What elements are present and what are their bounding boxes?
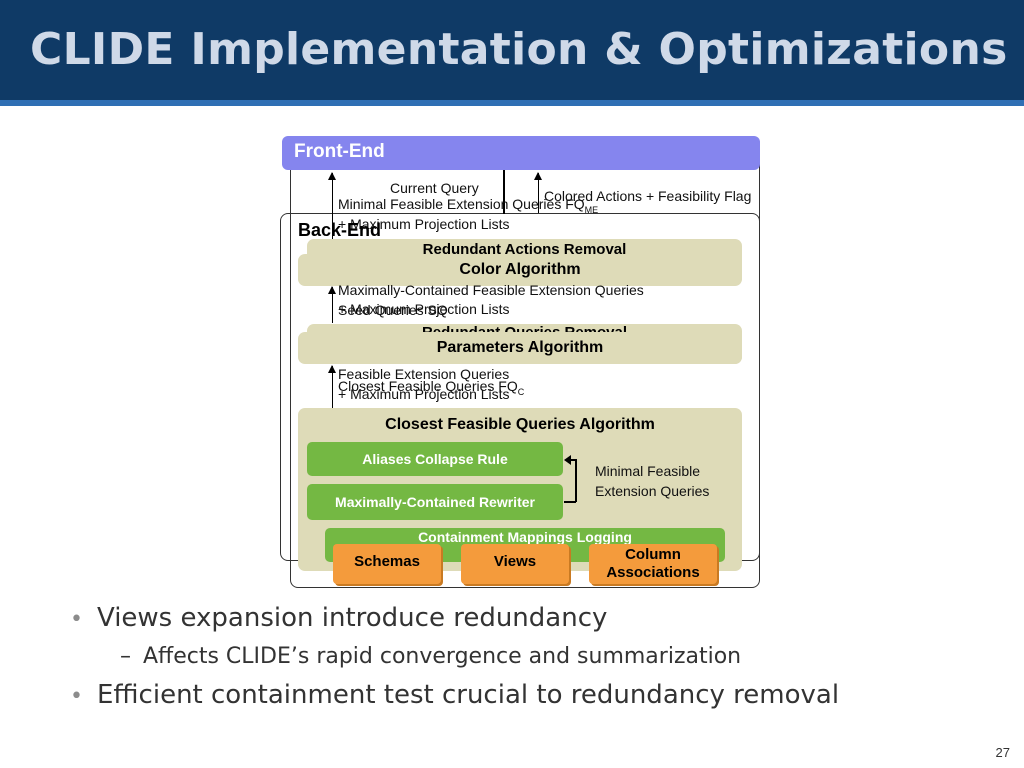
front-end-box: Front-End <box>282 136 760 170</box>
bullet-1: • Views expansion introduce redundancy <box>70 603 607 633</box>
current-query-label: Current Query <box>390 180 479 196</box>
arrow-up-3 <box>328 286 336 323</box>
parameters-algorithm-box: Parameters Algorithm <box>298 332 742 364</box>
closest-feasible-sub: C <box>517 386 525 397</box>
aliases-collapse-box: Aliases Collapse Rule <box>307 442 563 476</box>
arrow-up-1 <box>328 172 336 248</box>
sub-bullet-1-text: Affects CLIDE’s rapid convergence and su… <box>143 644 742 669</box>
minimal-feasible-sub: ME <box>584 204 599 215</box>
minimal-feasible-note-1: Minimal Feasible <box>595 463 701 479</box>
column-associations-line-2: Associations <box>606 564 700 581</box>
parameters-algorithm-label: Parameters Algorithm <box>436 339 604 356</box>
feasible-ext-label: Feasible Extension Queries <box>338 366 510 382</box>
arrow-up-4 <box>328 365 336 408</box>
page-number: 27 <box>995 745 1010 760</box>
bracket-arrowhead <box>564 455 571 465</box>
bracket-top <box>568 459 576 461</box>
minimal-feasible-note-2: Extension Queries <box>595 483 710 499</box>
bullet-dot-icon: • <box>70 607 83 632</box>
closest-feasible-label: Closest Feasible Queries FQC <box>338 379 524 400</box>
column-associations-line-1: Column <box>625 546 681 563</box>
sub-bullet-1: –Affects CLIDE’s rapid convergence and s… <box>120 644 741 669</box>
seed-queries-label: Seed Queries SQ <box>338 302 448 318</box>
arrow-up-2 <box>534 172 542 213</box>
dash-icon: – <box>120 644 131 669</box>
bullet-2: • Efficient containment test crucial to r… <box>70 680 839 710</box>
closest-algorithm-label: Closest Feasible Queries Algorithm <box>385 416 655 433</box>
title-rule <box>0 100 1024 106</box>
column-associations-box: Column Associations <box>589 544 717 584</box>
max-contained-label: Maximally-Contained Feasible Extension Q… <box>338 282 644 298</box>
back-end-label: Back-End <box>298 220 382 240</box>
max-projection-label-3: + Maximum Projection Lists <box>338 386 510 402</box>
bullet-1-text: Views expansion introduce redundancy <box>96 603 608 633</box>
bullet-dot-icon: • <box>70 684 83 709</box>
bullet-2-text: Efficient containment test crucial to re… <box>96 680 840 710</box>
color-algorithm-box: Color Algorithm <box>298 254 742 286</box>
containment-logging-label: Containment Mappings Logging <box>418 529 632 545</box>
max-rewriter-box: Maximally-Contained Rewriter <box>307 484 563 520</box>
bracket-bottom <box>564 501 576 503</box>
max-projection-label-2: + Maximum Projection Lists <box>338 301 510 317</box>
bracket-vertical <box>575 459 577 502</box>
colored-actions-label: Colored Actions + Feasibility Flag <box>544 188 752 204</box>
redundant-actions-label: Redundant Actions Removal <box>422 241 627 258</box>
minimal-feasible-label: Minimal Feasible Extension Queries FQME <box>338 197 598 218</box>
max-projection-label-1: + Maximum Projection Lists <box>338 216 510 232</box>
title-bar <box>0 0 1024 100</box>
slide-title: CLIDE Implementation & Optimizations <box>30 24 1008 75</box>
color-algorithm-label: Color Algorithm <box>459 261 581 278</box>
closest-feasible-text: Closest Feasible Queries FQ <box>338 378 518 394</box>
schemas-box: Schemas <box>333 544 441 584</box>
current-query-line <box>503 170 505 214</box>
architecture-diagram: Front-End Current Query Minimal Feasible… <box>270 128 810 598</box>
views-box: Views <box>461 544 569 584</box>
minimal-feasible-text: Minimal Feasible Extension Queries FQ <box>338 196 585 212</box>
